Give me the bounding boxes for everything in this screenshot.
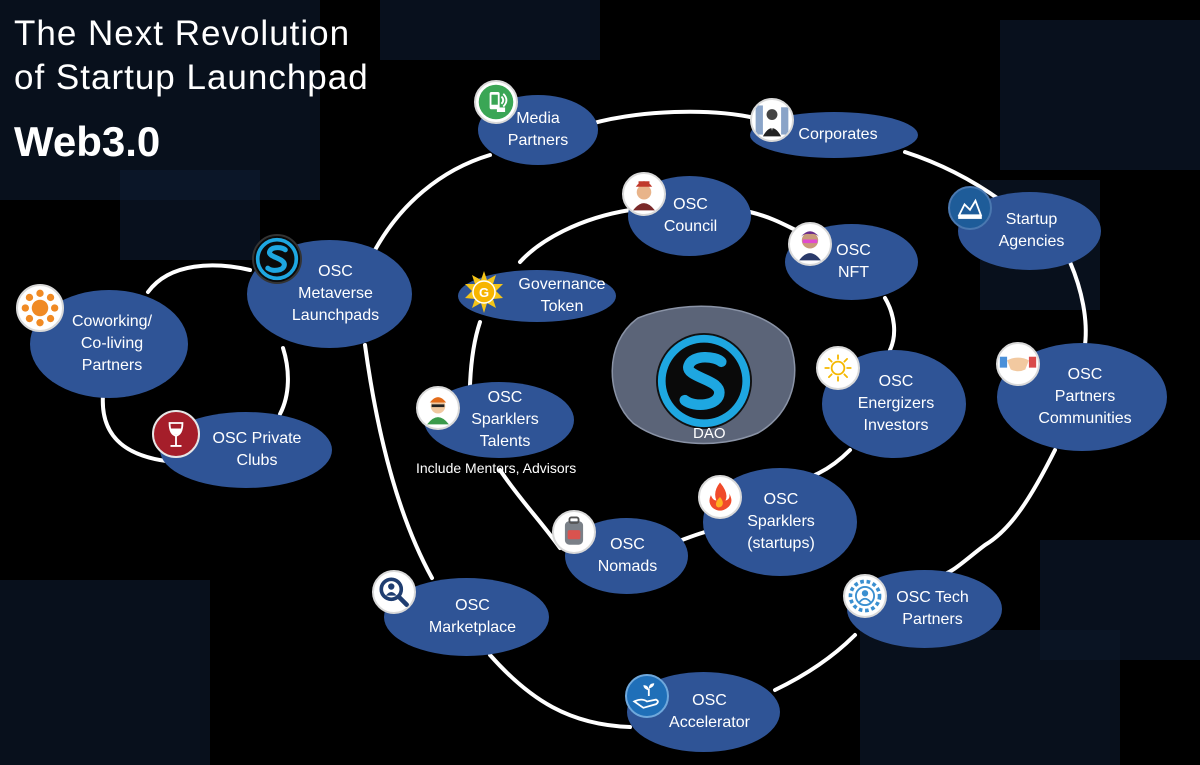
council-avatar-icon <box>622 172 666 216</box>
node-label-line: Metaverse <box>298 285 373 302</box>
page-title-line-1: The Next Revolution <box>14 14 351 53</box>
talent-avatar-icon <box>416 386 460 430</box>
node-label-line: Clubs <box>236 452 278 469</box>
background-block <box>120 170 260 260</box>
node-label-line: Media <box>516 110 560 127</box>
tech-person-gear-icon <box>843 574 887 618</box>
node-label-line: OSC <box>455 597 490 614</box>
node-label-line: Partners <box>81 357 143 374</box>
connector-line <box>373 153 492 252</box>
node-label-line: Investors <box>863 417 929 434</box>
connector-line <box>498 468 562 550</box>
talents-note: Include Mentors, Advisors <box>416 460 577 476</box>
node-label-line: Token <box>540 298 584 315</box>
node-label-line: OSC <box>878 373 914 390</box>
background-block <box>380 0 600 60</box>
osc-s-logo-icon <box>656 333 752 429</box>
wine-glass-icon <box>152 410 200 458</box>
connector-line <box>363 343 434 580</box>
connector-line <box>100 393 177 464</box>
connector-line <box>1068 260 1088 347</box>
page-subtitle: Web3.0 <box>14 118 161 165</box>
agency-building-icon <box>948 186 992 230</box>
node-label-line: Partners <box>902 611 963 628</box>
sun-icon <box>816 346 860 390</box>
node-label-line: Talents <box>479 433 531 450</box>
connector-line <box>468 320 482 387</box>
svg-text:G: G <box>479 285 489 300</box>
node-label-line: Council <box>663 218 718 235</box>
node-label-line: Agencies <box>998 233 1065 250</box>
node-label-line: Sparklers <box>471 411 539 428</box>
page-title-line-2: of Startup Launchpad <box>14 58 369 97</box>
node-label-line: OSC <box>836 242 871 259</box>
node-label-line: OSC <box>318 263 353 280</box>
connector-line <box>680 530 707 542</box>
backpack-icon <box>552 510 596 554</box>
node-label-line: Corporates <box>798 126 878 143</box>
node-label-line: Partners <box>507 132 569 149</box>
flame-icon <box>698 475 742 519</box>
business-people-icon <box>750 98 794 142</box>
node-label-line: Accelerator <box>669 714 750 731</box>
magnifier-person-icon <box>372 570 416 614</box>
node-label-line: OSC Private <box>212 430 302 447</box>
connector-line <box>278 346 290 416</box>
node-label-line: OSC <box>487 389 523 406</box>
node-label-line: Communities <box>1038 410 1132 427</box>
background-block <box>0 0 320 200</box>
connector-line <box>938 448 1057 577</box>
node-label-line: Launchpads <box>291 307 380 324</box>
gold-coin-icon: G <box>462 270 506 314</box>
connector-line <box>518 208 632 264</box>
connector-line <box>588 109 757 126</box>
node-label-line: Nomads <box>597 558 658 575</box>
node-label-line: OSC <box>763 491 799 508</box>
connector-line <box>488 653 632 729</box>
connector-line <box>773 633 857 692</box>
node-label-line: OSC <box>610 536 645 553</box>
node-label-line: OSC <box>692 692 727 709</box>
background-block <box>0 580 210 765</box>
media-phone-icon <box>474 80 518 124</box>
node-label-line: Governance <box>518 276 606 293</box>
node-osc-energizers-investors[interactable]: OSC Energizers Investors <box>822 350 966 458</box>
connector-line <box>903 150 1002 202</box>
connector-line <box>883 296 897 352</box>
handshake-icon <box>996 342 1040 386</box>
background-block <box>860 630 1120 765</box>
hand-plant-icon <box>625 674 669 718</box>
node-label-line: Energizers <box>857 395 935 412</box>
dao-label: DAO <box>693 425 726 442</box>
node-label-line: OSC <box>673 196 708 213</box>
node-label-line: Startup <box>1005 211 1058 228</box>
node-label-line: (startups) <box>747 535 815 552</box>
connector-line <box>146 263 252 294</box>
background-block <box>1000 20 1200 170</box>
node-label-line: Sparklers <box>747 513 815 530</box>
people-round-table-icon <box>16 284 64 332</box>
node-label-line: Marketplace <box>428 619 517 636</box>
node-label-line: Coworking/ <box>71 313 153 330</box>
node-label-line: Co-living <box>80 335 144 352</box>
node-label-line: OSC Tech <box>896 589 969 606</box>
node-label-line: NFT <box>837 264 870 281</box>
node-label-line: OSC <box>1067 366 1103 383</box>
osc-s-logo-icon <box>252 234 302 284</box>
node-label-line: Partners <box>1054 388 1116 405</box>
nft-avatar-icon <box>788 222 832 266</box>
